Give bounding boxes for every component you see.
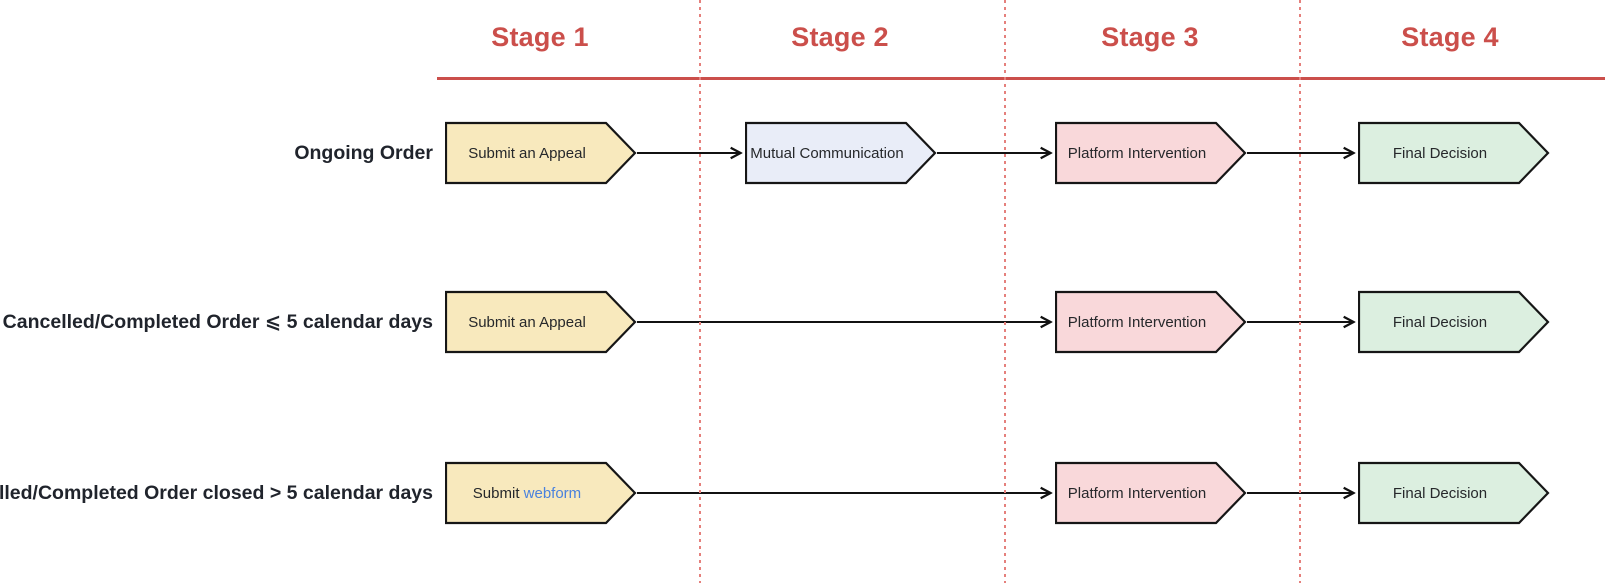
stage-header-4: Stage 4 [1401, 22, 1499, 52]
row-label-cancelled-within-5-days: Cancelled/Completed Order ⩽ 5 calendar d… [2, 311, 433, 333]
row-label-ongoing-order: Ongoing Order [294, 142, 433, 164]
stage-divider [1299, 0, 1301, 583]
node-final-decision: Final Decision [1358, 290, 1550, 354]
node-label: Submit [472, 484, 524, 502]
node-label: Final Decision [1392, 313, 1488, 331]
node-final-decision: Final Decision [1358, 121, 1550, 185]
node-final-decision: Final Decision [1358, 461, 1550, 525]
node-platform-intervention: Platform Intervention [1055, 121, 1247, 185]
node-label: Platform Intervention [1067, 484, 1207, 502]
row-label-closed-over-5-days: Cancelled/Completed Order closed > 5 cal… [0, 482, 433, 504]
stage-header-1: Stage 1 [491, 22, 589, 52]
node-label: Final Decision [1392, 484, 1488, 502]
node-submit-an-appeal: Submit an Appeal [445, 121, 637, 185]
stage-divider [699, 0, 701, 583]
stage-header-3: Stage 3 [1101, 22, 1199, 52]
node-submit-webform: Submit webform [445, 461, 637, 525]
stage-header-rule [437, 77, 1605, 80]
node-submit-an-appeal: Submit an Appeal [445, 290, 637, 354]
node-label: Submit an Appeal [468, 144, 586, 162]
node-label: Mutual Communication [750, 144, 904, 162]
webform-link[interactable]: webform [523, 484, 582, 502]
node-label: Final Decision [1392, 144, 1488, 162]
node-label: Platform Intervention [1067, 313, 1207, 331]
node-label: Submit an Appeal [468, 313, 586, 331]
node-platform-intervention: Platform Intervention [1055, 461, 1247, 525]
node-mutual-communication: Mutual Communication [745, 121, 937, 185]
node-label: Platform Intervention [1067, 144, 1207, 162]
node-platform-intervention: Platform Intervention [1055, 290, 1247, 354]
stage-divider [1004, 0, 1006, 583]
stage-header-2: Stage 2 [791, 22, 889, 52]
